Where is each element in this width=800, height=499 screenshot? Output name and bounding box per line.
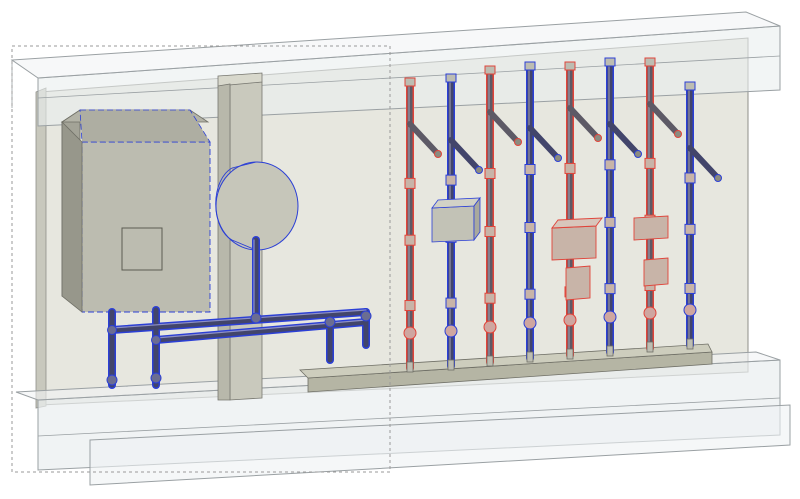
riser-cap-8[interactable] <box>684 81 696 91</box>
equipment-box-2[interactable] <box>551 217 603 301</box>
valve-icon[interactable] <box>444 324 458 338</box>
riser-branch-6[interactable] <box>607 121 641 157</box>
riser-cap-3[interactable] <box>484 65 496 75</box>
riser-branch-8[interactable] <box>687 145 721 181</box>
equipment-box-1[interactable] <box>431 196 481 243</box>
riser-fitting-3-3[interactable] <box>484 292 496 304</box>
riser-fitting-8-2[interactable] <box>684 223 696 235</box>
riser-branch-end-4[interactable] <box>554 154 562 162</box>
riser-fitting-4-3[interactable] <box>524 288 536 300</box>
riser-branch-end-2[interactable] <box>475 166 483 174</box>
wall-left-edge <box>35 87 47 409</box>
riser-branch-7[interactable] <box>647 101 681 137</box>
valve-icon[interactable] <box>483 320 497 334</box>
valve-icon[interactable] <box>603 310 617 324</box>
riser-cap-1[interactable] <box>404 77 416 87</box>
riser-branch-end-7[interactable] <box>674 130 682 138</box>
riser-cap-7[interactable] <box>644 57 656 67</box>
riser-cap-5[interactable] <box>564 61 576 71</box>
riser-branch-1[interactable] <box>407 121 441 157</box>
valve-icon[interactable] <box>683 303 697 317</box>
riser-branch-end-1[interactable] <box>434 150 442 158</box>
riser-base-4[interactable] <box>526 351 534 363</box>
electrical-panel-icon[interactable] <box>60 109 211 313</box>
valve-icon[interactable] <box>523 316 537 330</box>
riser-base-2[interactable] <box>447 359 455 371</box>
riser-fitting-7-1[interactable] <box>644 157 656 169</box>
riser-base-1[interactable] <box>406 361 414 373</box>
riser-fitting-4-1[interactable] <box>524 164 536 175</box>
valve-icon[interactable] <box>106 310 372 386</box>
riser-branch-end-3[interactable] <box>514 138 522 146</box>
riser-branch-4[interactable] <box>527 125 561 161</box>
riser-fitting-6-1[interactable] <box>604 159 616 171</box>
riser-base-5[interactable] <box>566 348 574 360</box>
column-left <box>217 83 231 401</box>
riser-fitting-1-3[interactable] <box>404 300 416 312</box>
riser-base-7[interactable] <box>646 341 654 353</box>
riser-cap-4[interactable] <box>524 61 536 71</box>
riser-fitting-5-1[interactable] <box>564 162 576 174</box>
valve-icon[interactable] <box>643 306 657 320</box>
riser-base-6[interactable] <box>606 345 614 357</box>
riser-fitting-1-1[interactable] <box>404 177 416 189</box>
riser-fitting-6-3[interactable] <box>604 283 616 295</box>
riser-fitting-3-1[interactable] <box>484 168 496 179</box>
riser-fitting-4-2[interactable] <box>524 222 536 233</box>
riser-fitting-2-3[interactable] <box>445 297 457 309</box>
riser-base-8[interactable] <box>686 338 694 350</box>
riser-fitting-8-3[interactable] <box>684 282 696 294</box>
riser-branch-2[interactable] <box>448 137 482 173</box>
riser-fitting-2-1[interactable] <box>445 174 457 186</box>
riser-branch-3[interactable] <box>487 109 521 145</box>
riser-branch-end-8[interactable] <box>714 174 722 182</box>
valve-icon[interactable] <box>563 313 577 327</box>
column-side <box>217 72 263 87</box>
top-ledge-top <box>10 11 781 79</box>
riser-branch-end-6[interactable] <box>634 150 642 158</box>
riser-branch-5[interactable] <box>567 105 601 141</box>
riser-base-3[interactable] <box>486 355 494 367</box>
blue-pipe-network[interactable] <box>108 236 370 389</box>
riser-cap-2[interactable] <box>445 73 457 83</box>
cylindrical-tank-icon[interactable] <box>215 161 299 251</box>
top-ledge-line <box>37 55 781 99</box>
riser-fitting-3-2[interactable] <box>484 226 496 237</box>
floor-slab-lower <box>89 404 791 486</box>
equipment-box-3[interactable] <box>633 215 669 287</box>
riser-cap-6[interactable] <box>604 57 616 67</box>
riser-fitting-6-2[interactable] <box>604 216 616 228</box>
riser-fitting-8-1[interactable] <box>684 172 696 184</box>
riser-branch-end-5[interactable] <box>594 134 602 142</box>
selection-box <box>11 45 391 473</box>
floor-slab-line <box>37 397 781 437</box>
riser-fitting-1-2[interactable] <box>404 234 416 246</box>
valve-icon[interactable] <box>403 326 417 340</box>
